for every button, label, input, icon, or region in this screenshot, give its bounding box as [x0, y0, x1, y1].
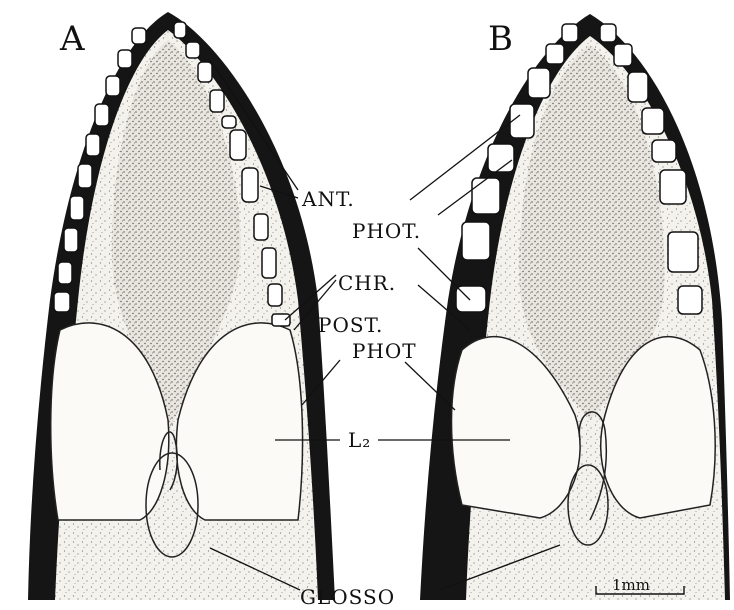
label-ant: ANT. — [301, 187, 355, 211]
panel-a-label: A — [59, 19, 85, 59]
panel-b — [420, 14, 730, 600]
label-glosso: GLOSSO — [300, 585, 395, 609]
panel-a — [28, 12, 335, 600]
scale-bar-label: 1mm — [612, 576, 650, 594]
label-phot-2: PHOT — [352, 339, 417, 363]
label-phot-1: PHOT. — [352, 219, 421, 243]
label-chr: CHR. — [338, 271, 396, 295]
label-l2: L₂ — [348, 428, 371, 452]
label-post: POST. — [318, 313, 383, 337]
panel-b-label: B — [488, 19, 513, 59]
